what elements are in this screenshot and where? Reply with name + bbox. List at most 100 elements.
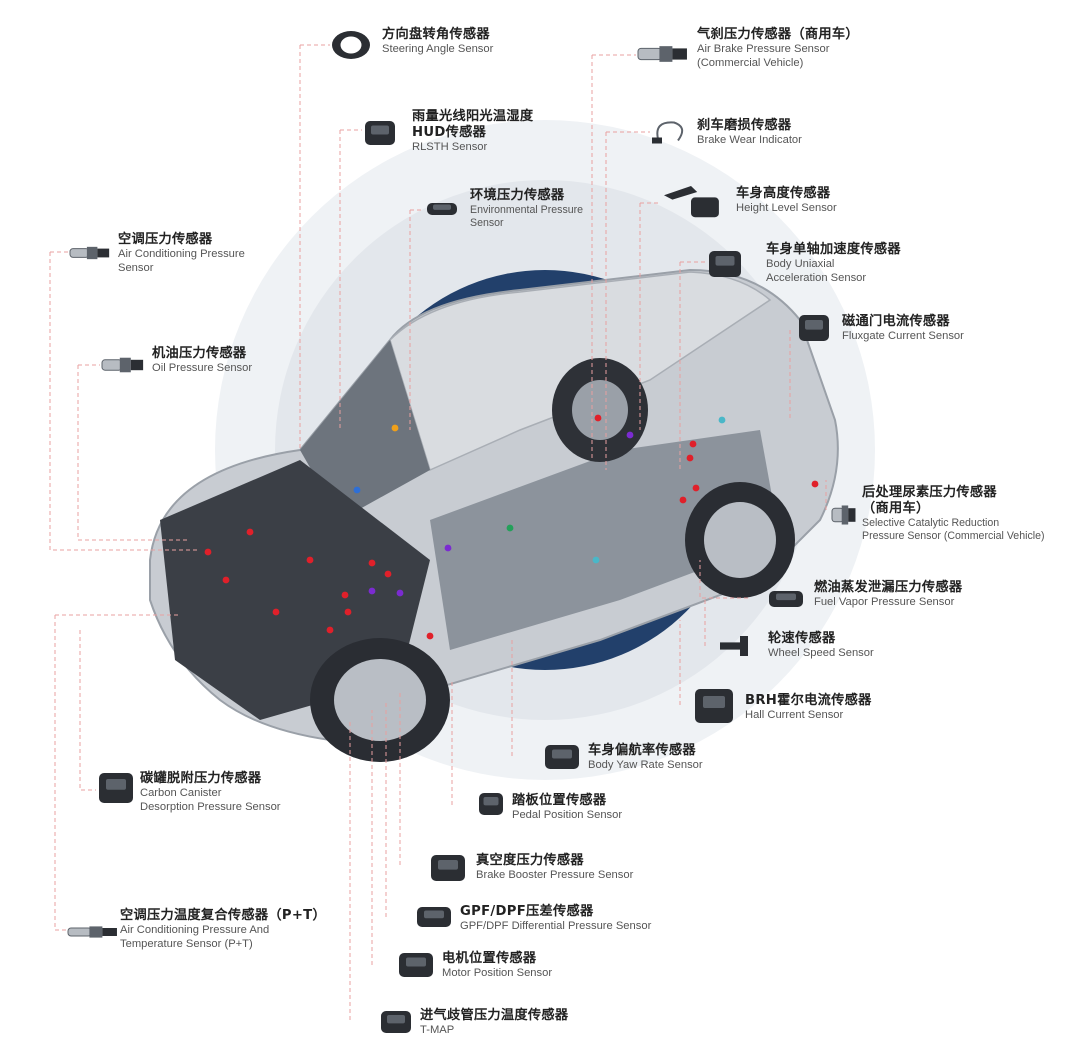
sensor-name-zh: 碳罐脱附压力传感器 [140, 771, 262, 786]
sensor-location-dot [384, 570, 392, 578]
sensor-name-en: Fuel Vapor Pressure Sensor [814, 596, 955, 609]
uniaxial-icon [706, 248, 744, 284]
brake-booster-icon [428, 852, 468, 888]
car-windshield [300, 340, 430, 520]
sensor-location-dot [344, 608, 352, 616]
gpf-icon [414, 904, 454, 934]
sensor-name-en: (Commercial Vehicle) [697, 56, 804, 69]
leader-lines [49, 44, 827, 1020]
sensor-name-en: Desorption Pressure Sensor [140, 800, 281, 813]
sensor-name-en: Pedal Position Sensor [512, 809, 623, 822]
sensor-location-dot [368, 559, 376, 567]
sensor-name-zh: 方向盘转角传感器 [382, 27, 490, 42]
pedal-icon [476, 790, 506, 822]
sensor-name-zh: 气刹压力传感器（商用车） [697, 27, 859, 42]
sensor-name-zh: 车身高度传感器 [736, 186, 831, 201]
sensor-name-en: Wheel Speed Sensor [768, 647, 874, 660]
sensor-location-dot [353, 486, 361, 494]
sensor-name-en: Brake Wear Indicator [697, 134, 802, 147]
brake-wear-icon [650, 118, 690, 152]
sensor-name-zh: 踏板位置传感器 [512, 793, 607, 808]
height-level-icon [660, 182, 722, 230]
leader-line [54, 615, 66, 931]
sensor-location-dot [811, 480, 819, 488]
sensor-name-en: Acceleration Sensor [766, 271, 867, 284]
env-pressure-icon [424, 200, 460, 222]
sensor-name-zh: 空调压力温度复合传感器（P+T） [120, 908, 326, 923]
sensor-name-en: Pressure Sensor (Commercial Vehicle) [862, 530, 1045, 543]
sensor-location-dot [689, 440, 697, 448]
sensor-name-en: T-MAP [420, 1024, 455, 1037]
sensor-name-en: Height Level Sensor [736, 202, 837, 215]
air-brake-icon [636, 40, 688, 72]
sensor-location-dot [426, 632, 434, 640]
spare-rim [572, 380, 628, 440]
fuel-vapor-icon [766, 588, 806, 614]
sensor-name-zh: 进气歧管压力温度传感器 [420, 1008, 569, 1023]
sensor-name-en: GPF/DPF Differential Pressure Sensor [460, 920, 652, 933]
tmap-icon [378, 1008, 414, 1040]
sensor-name-zh: 后处理尿素压力传感器 [862, 485, 997, 500]
hall-current-icon [692, 686, 736, 730]
sensor-location-dot [396, 589, 404, 597]
sensor-location-dot [204, 548, 212, 556]
sensor-name-zh: 真空度压力传感器 [476, 853, 584, 868]
sensor-name-en: Temperature Sensor (P+T) [120, 937, 253, 950]
sensor-location-dot [718, 416, 726, 424]
sensor-name-en: Air Conditioning Pressure And [120, 924, 270, 937]
canister-icon [96, 770, 136, 810]
sensor-name-zh: 轮速传感器 [768, 631, 836, 646]
sensor-location-dot [692, 484, 700, 492]
sensor-name-zh: 电机位置传感器 [442, 951, 537, 966]
sensor-name-zh: 环境压力传感器 [470, 188, 565, 203]
sensor-location-dot [246, 528, 254, 536]
sensor-location-dot [626, 431, 634, 439]
sensor-name-zh-line2: HUD传感器 [412, 125, 487, 141]
sensor-name-en: Body Yaw Rate Sensor [588, 759, 703, 772]
car-illustration [149, 268, 839, 762]
sensor-name-zh: 燃油蒸发泄漏压力传感器 [814, 580, 963, 595]
fluxgate-icon [796, 312, 832, 348]
oil-pressure-icon [100, 352, 144, 382]
motor-position-icon [396, 950, 436, 984]
sensor-name-zh: 机油压力传感器 [152, 346, 247, 361]
sensor-name-en: Sensor [118, 261, 154, 274]
sensor-location-dot [272, 608, 280, 616]
rlsth-sensor-icon [362, 118, 398, 152]
sensor-name-zh: 车身单轴加速度传感器 [766, 242, 901, 257]
sensor-dots [204, 414, 819, 640]
sensor-name-zh: 空调压力传感器 [118, 232, 213, 247]
sensor-name-en: RLSTH Sensor [412, 141, 488, 154]
scr-icon [830, 498, 856, 536]
sensor-name-en: Selective Catalytic Reduction [862, 517, 1000, 530]
sensor-location-dot [679, 496, 687, 504]
car-underbody [430, 430, 780, 650]
ac-pt-icon [66, 922, 118, 946]
sensor-location-dot [594, 414, 602, 422]
sensor-label-scr: 后处理尿素压力传感器（商用车）Selective Catalytic Reduc… [862, 485, 1045, 543]
sensor-name-en: Fluxgate Current Sensor [842, 330, 964, 343]
yaw-rate-icon [542, 742, 582, 776]
sensor-location-dot [306, 556, 314, 564]
sensor-name-en: Brake Booster Pressure Sensor [476, 869, 634, 882]
sensor-location-dot [444, 544, 452, 552]
sensor-location-dot [341, 591, 349, 599]
sensor-location-dot [391, 424, 399, 432]
sensor-name-en: Air Conditioning Pressure [118, 248, 245, 261]
sensor-name-zh-line2: （商用车） [862, 501, 930, 517]
